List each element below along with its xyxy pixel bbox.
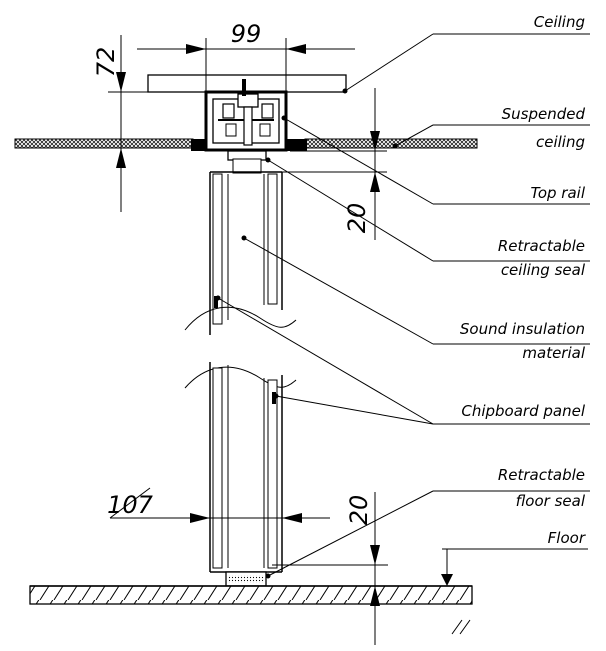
- dimension-99: 99: [137, 20, 355, 92]
- label-sound-insulation-1: Sound insulation: [460, 320, 585, 338]
- callout-floor-seal: Retractable floor seal: [265, 466, 590, 579]
- floor-slab: [29, 585, 473, 605]
- label-floor-seal-2: floor seal: [516, 492, 586, 510]
- dimension-20-ceiling-label: 20: [343, 203, 371, 234]
- break-line-upper: [184, 306, 297, 331]
- label-ceiling-seal-1: Retractable: [498, 237, 585, 255]
- partition-panel-lower: [209, 362, 283, 573]
- ceiling-plate: [147, 74, 347, 93]
- label-suspended-ceiling-1: Suspended: [502, 105, 586, 123]
- dimension-20-floor: 20: [272, 492, 472, 645]
- ceiling-seal-strip: [232, 158, 262, 174]
- floor-level-marker: [441, 548, 588, 635]
- partition-panel-upper: [209, 171, 283, 335]
- dimension-72-label: 72: [92, 47, 120, 78]
- callout-suspended-ceiling: Suspended ceiling: [392, 105, 590, 151]
- label-floor-seal-1: Retractable: [498, 466, 585, 484]
- callout-ceiling: Ceiling: [342, 13, 590, 94]
- top-rail: [191, 79, 307, 152]
- callout-sound-insulation: Sound insulation material: [241, 235, 590, 362]
- label-chipboard-panel: Chipboard panel: [461, 402, 585, 420]
- dimension-99-label: 99: [231, 20, 262, 48]
- dimension-20-floor-label: 20: [345, 495, 373, 526]
- dimension-107: 107: [107, 487, 330, 530]
- label-sound-insulation-2: material: [522, 344, 585, 362]
- label-floor: Floor: [548, 529, 586, 547]
- dimension-107-label: 107: [107, 491, 154, 519]
- suspended-ceiling-right: [304, 138, 478, 149]
- callout-top-rail: Top rail: [281, 115, 590, 205]
- callout-ceiling-seal: Retractable ceiling seal: [265, 157, 590, 279]
- dimension-20-ceiling: 20: [278, 88, 387, 240]
- break-line-lower: [184, 366, 297, 389]
- dimension-72: 72: [92, 35, 193, 212]
- suspended-ceiling-left: [14, 138, 194, 149]
- label-ceiling-seal-2: ceiling seal: [501, 261, 586, 279]
- callout-chipboard-panel: Chipboard panel: [215, 295, 590, 425]
- label-top-rail: Top rail: [531, 184, 586, 202]
- label-suspended-ceiling-2: ceiling: [536, 133, 585, 151]
- label-ceiling: Ceiling: [534, 13, 585, 31]
